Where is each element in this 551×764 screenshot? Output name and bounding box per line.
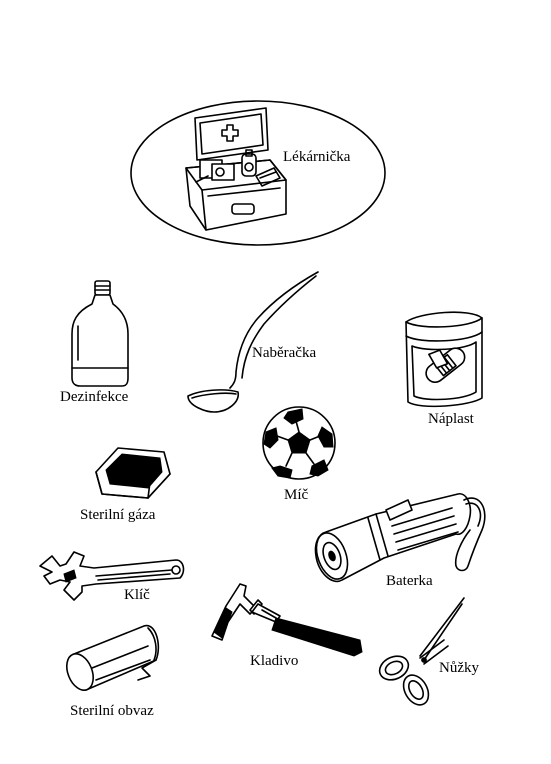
label-hammer: Kladivo xyxy=(250,653,299,669)
label-gauze: Sterilní gáza xyxy=(80,507,156,523)
ladle-drawing xyxy=(187,271,319,413)
wrench-drawing xyxy=(39,551,185,601)
label-disinfectant: Dezinfekce xyxy=(60,389,129,405)
sterile-bandage-drawing xyxy=(65,624,160,691)
scissors-drawing xyxy=(378,597,465,706)
label-ball: Míč xyxy=(284,487,309,503)
label-ladle: Naběračka xyxy=(252,345,317,361)
flashlight-drawing xyxy=(314,493,486,583)
ball-drawing xyxy=(262,406,336,480)
sterile-gauze-drawing xyxy=(95,447,171,499)
label-scissors: Nůžky xyxy=(439,660,479,676)
plaster-box-drawing xyxy=(405,311,483,408)
hammer-drawing xyxy=(211,583,363,657)
label-plaster: Náplast xyxy=(428,411,474,427)
first-aid-kit-drawing xyxy=(130,100,386,246)
label-wrench: Klíč xyxy=(124,587,150,603)
label-flashlight: Baterka xyxy=(386,573,433,589)
label-bandage: Sterilní obvaz xyxy=(70,703,154,719)
label-first-aid-kit: Lékárnička xyxy=(283,149,351,165)
disinfectant-bottle-drawing xyxy=(71,280,129,387)
